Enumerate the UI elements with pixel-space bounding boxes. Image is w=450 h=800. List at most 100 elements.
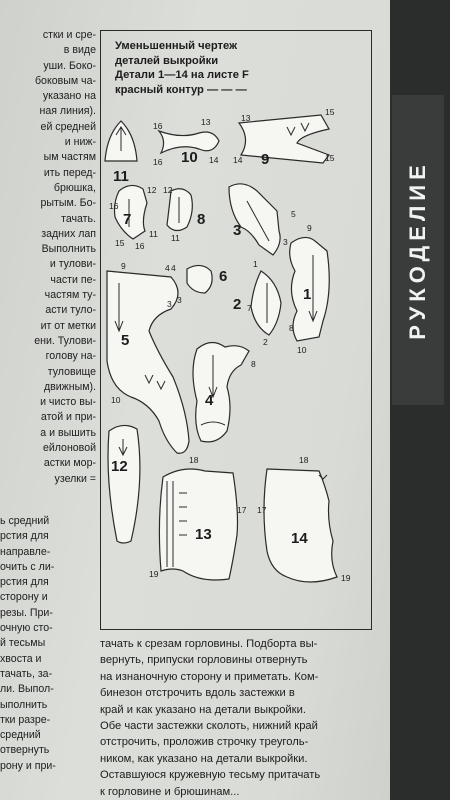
text-line: очную сто- bbox=[0, 622, 53, 635]
pattern-drawing-title: Уменьшенный чертеж деталей выкройки Дета… bbox=[115, 39, 249, 97]
text-line: на изнаночную сторону и приметать. Ком- bbox=[100, 670, 319, 683]
pattern-part-9: 9 13 14 15 15 bbox=[233, 107, 335, 168]
pattern-drawing-box: Уменьшенный чертеж деталей выкройки Дета… bbox=[100, 30, 372, 630]
pattern-part-3: 3 5 bbox=[228, 183, 296, 256]
part-number: 2 bbox=[233, 296, 241, 313]
text-line: частям ту- bbox=[44, 289, 96, 302]
text-line: части пе- bbox=[50, 273, 96, 286]
seam-mark: 3 bbox=[283, 237, 288, 247]
text-line: ит от метки bbox=[40, 319, 96, 332]
text-line: узелки = bbox=[54, 472, 96, 485]
text-line: уши. Боко- bbox=[43, 59, 96, 72]
seam-mark: 10 bbox=[111, 395, 121, 405]
seam-mark: 19 bbox=[341, 573, 351, 583]
text-line: астки мор- bbox=[43, 457, 96, 470]
text-line: к горловине и брюшинам... bbox=[100, 785, 240, 798]
text-line: Оставшуюся кружевную тесьму притачать bbox=[100, 769, 321, 782]
text-line: ыполнить bbox=[0, 698, 48, 711]
rubric-label: РУКОДЕЛИЕ bbox=[405, 160, 430, 340]
left-text-column-bottom: ь средний рстия для направле- очить с ли… bbox=[0, 514, 96, 774]
text-line: ей средней bbox=[40, 120, 96, 133]
seam-mark: 8 bbox=[289, 323, 294, 333]
text-line: край и как указано на детали выкройки. bbox=[100, 703, 306, 716]
text-line: и тулови- bbox=[49, 258, 96, 271]
pattern-part-12: 12 bbox=[107, 424, 141, 544]
pattern-part-6: 6 4 3 bbox=[171, 263, 227, 305]
text-line: задних лап bbox=[41, 227, 96, 240]
text-line: рстия для bbox=[0, 530, 49, 543]
seam-mark: 9 bbox=[307, 223, 312, 233]
part-number: 12 bbox=[111, 458, 128, 475]
seam-mark: 12 bbox=[163, 185, 173, 195]
text-line: тки разре- bbox=[0, 713, 51, 726]
text-line: средний bbox=[0, 729, 41, 742]
text-line: тачать, за- bbox=[0, 667, 53, 680]
text-line: и чисто вы- bbox=[40, 396, 96, 409]
seam-mark: 5 bbox=[291, 209, 296, 219]
text-line: Выполнить bbox=[41, 243, 96, 256]
text-line: тачать к срезам горловины. Подборта вы- bbox=[100, 638, 318, 650]
pattern-part-10: 10 16 16 13 14 bbox=[153, 117, 220, 167]
pattern-part-5: 5 9 4 3 10 bbox=[106, 261, 190, 454]
text-line: боковым ча- bbox=[34, 74, 96, 87]
text-line: бинезон отстрочить вдоль застежки в bbox=[100, 687, 295, 700]
seam-mark: 14 bbox=[233, 155, 243, 165]
text-line: Обе части застежки сколоть, нижний край bbox=[100, 720, 318, 733]
text-line: и ниж- bbox=[64, 136, 96, 149]
seam-mark: 11 bbox=[149, 229, 158, 239]
text-line: брюшка, bbox=[53, 181, 96, 194]
pattern-part-4: 4 8 bbox=[192, 341, 256, 443]
text-line: ени. Тулови- bbox=[34, 334, 96, 347]
text-line: в виде bbox=[63, 44, 96, 57]
pattern-pieces-svg: 11 10 16 16 13 14 9 13 14 15 15 bbox=[104, 107, 351, 583]
title-line: красный контур — — — bbox=[115, 83, 247, 96]
text-line: рытым. Бо- bbox=[40, 197, 96, 210]
seam-mark: 1 bbox=[253, 259, 258, 269]
part-number: 10 bbox=[181, 149, 198, 166]
seam-mark: 16 bbox=[109, 201, 119, 211]
text-line: сторону и bbox=[0, 591, 48, 604]
part-number: 7 bbox=[123, 211, 131, 228]
text-line: голову на- bbox=[45, 350, 96, 363]
pattern-part-13: 13 18 17 19 bbox=[149, 455, 247, 581]
text-line: отвернуть bbox=[0, 744, 50, 757]
title-line: деталей выкройки bbox=[115, 54, 219, 67]
text-line: очить с ли- bbox=[0, 560, 55, 573]
section-rubric: РУКОДЕЛИЕ bbox=[392, 95, 444, 405]
part-number: 13 bbox=[195, 526, 212, 543]
seam-mark: 8 bbox=[251, 359, 256, 369]
text-line: резы. При- bbox=[0, 606, 53, 619]
seam-mark: 14 bbox=[209, 155, 219, 165]
seam-mark: 18 bbox=[189, 455, 199, 465]
text-line: отстрочить, проложив строчку треуголь- bbox=[100, 736, 309, 749]
seam-mark: 3 bbox=[177, 295, 182, 305]
seam-mark: 3 bbox=[167, 299, 172, 309]
part-number: 11 bbox=[113, 168, 129, 185]
seam-mark: 18 bbox=[299, 455, 309, 465]
pattern-part-11: 11 bbox=[104, 120, 138, 185]
part-number: 5 bbox=[121, 332, 129, 349]
text-line: направле- bbox=[0, 545, 51, 558]
text-line: хвоста и bbox=[0, 652, 42, 665]
seam-mark: 4 bbox=[171, 263, 176, 273]
text-line: ная линия). bbox=[39, 105, 97, 118]
pattern-part-2: 2 1 7 2 bbox=[233, 259, 282, 347]
seam-mark: 15 bbox=[115, 238, 125, 248]
text-line: указано на bbox=[42, 90, 96, 103]
seam-mark: 16 bbox=[153, 121, 163, 131]
seam-mark: 2 bbox=[263, 337, 268, 347]
part-number: 4 bbox=[205, 392, 214, 409]
pattern-part-1: 1 9 3 10 8 bbox=[283, 223, 330, 355]
text-line: рону и при- bbox=[0, 759, 56, 772]
seam-mark: 15 bbox=[325, 153, 335, 163]
seam-mark: 17 bbox=[237, 505, 247, 515]
text-line: а и вышить bbox=[40, 426, 96, 439]
seam-mark: 16 bbox=[153, 157, 163, 167]
text-line: тачать. bbox=[61, 212, 96, 225]
text-line: стки и сре- bbox=[42, 29, 96, 41]
pattern-part-14: 14 18 17 19 bbox=[257, 455, 351, 583]
seam-mark: 11 bbox=[171, 233, 180, 243]
seam-mark: 15 bbox=[325, 107, 335, 117]
part-number: 8 bbox=[197, 211, 205, 228]
